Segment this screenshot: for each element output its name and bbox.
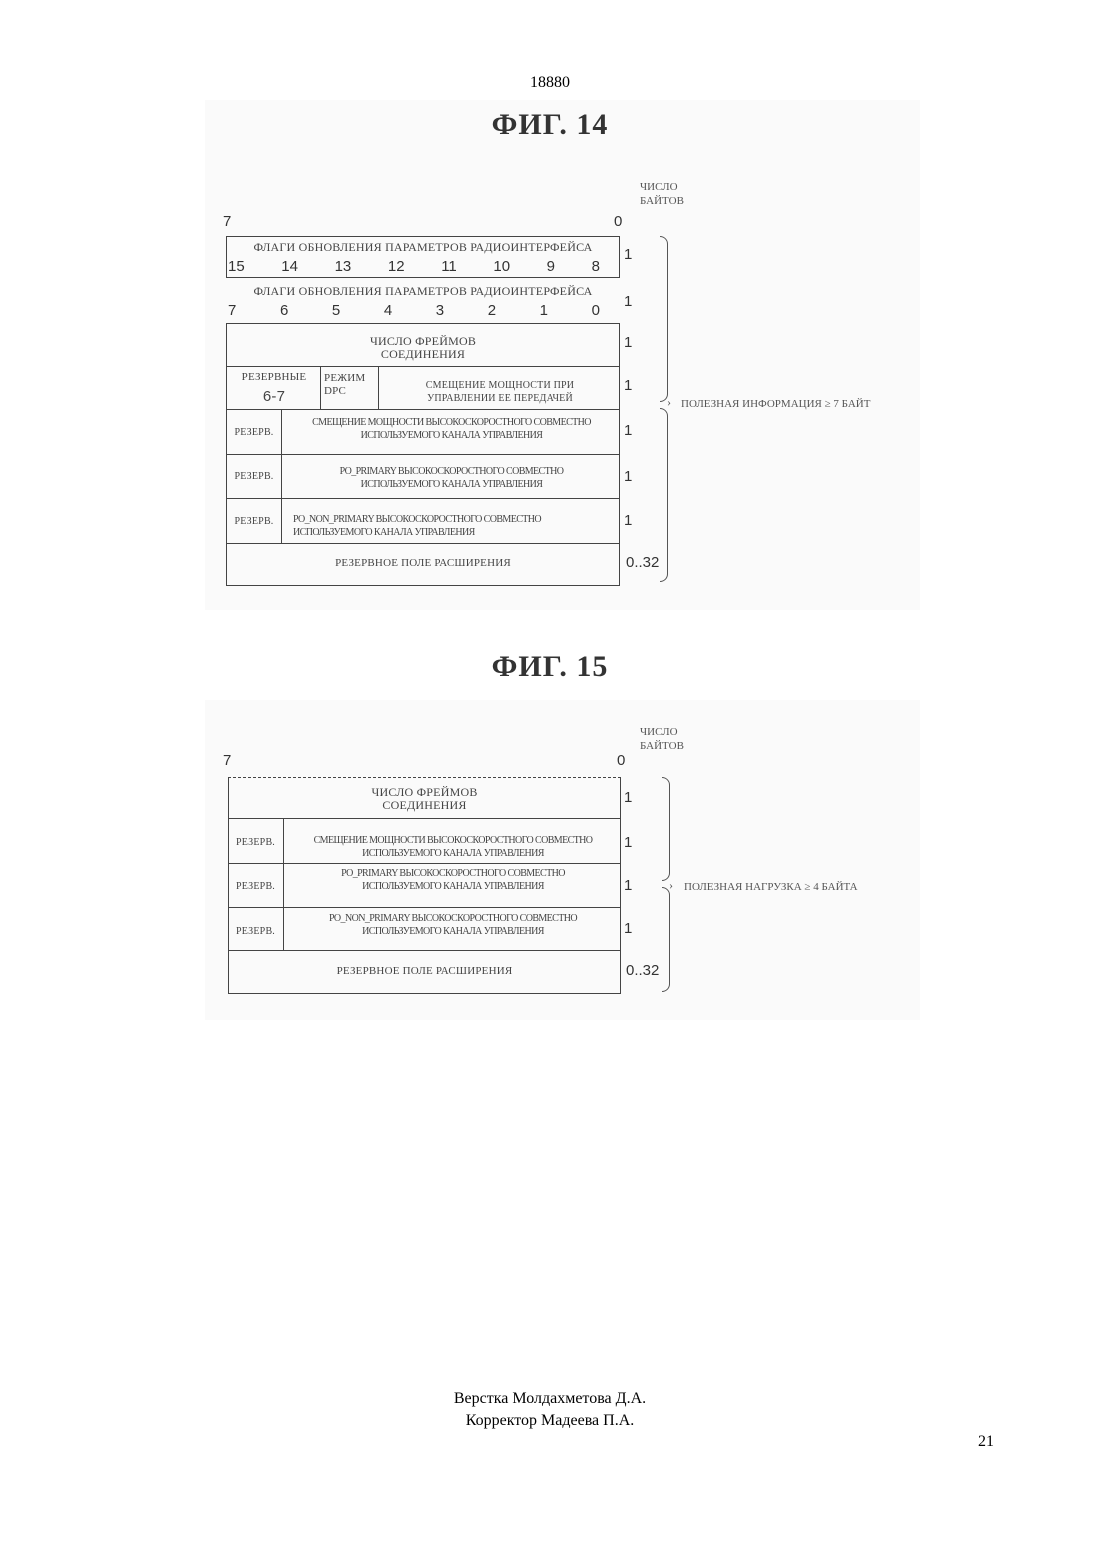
fig14-title: ФИГ. 14 xyxy=(0,108,1100,142)
page-number: 21 xyxy=(978,1433,994,1451)
fig14-brace-tip: › xyxy=(667,395,671,410)
fig14-flags-low-label: ФЛАГИ ОБНОВЛЕНИЯ ПАРАМЕТРОВ РАДИОИНТЕРФЕ… xyxy=(226,285,620,298)
fig14-reserved-bits: 6-7 xyxy=(228,390,320,403)
fig14-divider xyxy=(226,454,620,455)
fig15-brace-tip: › xyxy=(669,878,673,893)
bit-7: 7 xyxy=(228,302,236,319)
fig15-frames-label: ЧИСЛО ФРЕЙМОВ СОЕДИНЕНИЯ xyxy=(228,786,621,812)
fig14-reserved-label: РЕЗЕРВНЫЕ xyxy=(228,371,320,384)
fig15-hs-power-offset: СМЕЩЕНИЕ МОЩНОСТИ ВЫСОКОСКОРОСТНОГО СОВМ… xyxy=(285,834,621,860)
fig15-reserved: РЕЗЕРВ. xyxy=(228,925,283,938)
fig14-divider xyxy=(226,366,620,367)
fig14-divider xyxy=(281,409,282,543)
fig15-count-header: ЧИСЛО БАЙТОВ xyxy=(640,725,684,753)
fig14-count: 1 xyxy=(624,377,632,394)
bit-1: 1 xyxy=(540,302,548,319)
bit-5: 5 xyxy=(332,302,340,319)
bit-9: 9 xyxy=(547,258,555,275)
fig15-payload-label: ПОЛЕЗНАЯ НАГРУЗКА ≥ 4 БАЙТА xyxy=(684,880,858,894)
fig14-payload-brace xyxy=(660,408,668,582)
bit-3: 3 xyxy=(436,302,444,319)
fig14-count: 0..32 xyxy=(626,554,659,571)
fig15-divider xyxy=(228,863,621,864)
fig14-count: 1 xyxy=(624,246,632,263)
fig14-count: 1 xyxy=(624,468,632,485)
fig14-divider xyxy=(226,543,620,544)
fig15-divider xyxy=(228,818,621,819)
bit-10: 10 xyxy=(493,258,510,275)
fig15-divider xyxy=(228,950,621,951)
bit-4: 4 xyxy=(384,302,392,319)
fig14-count-header: ЧИСЛО БАЙТОВ xyxy=(640,180,684,208)
bit-14: 14 xyxy=(281,258,298,275)
footer-corrector-credit: Корректор Мадеева П.А. xyxy=(0,1410,1100,1432)
fig15-count: 1 xyxy=(624,920,632,937)
fig14-reserved: РЕЗЕРВ. xyxy=(227,470,281,483)
fig14-hs-power-offset: СМЕЩЕНИЕ МОЩНОСТИ ВЫСОКОСКОРОСТНОГО СОВМ… xyxy=(283,416,620,442)
fig14-payload-label: ПОЛЕЗНАЯ ИНФОРМАЦИЯ ≥ 7 БАЙТ xyxy=(681,397,870,411)
fig15-title: ФИГ. 15 xyxy=(0,650,1100,684)
fig14-po-primary: PO_PRIMARY ВЫСОКОСКОРОСТНОГО СОВМЕСТНО И… xyxy=(283,465,620,491)
fig14-extension-field: РЕЗЕРВНОЕ ПОЛЕ РАСШИРЕНИЯ xyxy=(226,557,620,570)
fig15-po-non-primary: PO_NON_PRIMARY ВЫСОКОСКОРОСТНОГО СОВМЕСТ… xyxy=(285,912,621,938)
fig14-count: 1 xyxy=(624,293,632,310)
fig15-po-primary: PO_PRIMARY ВЫСОКОСКОРОСТНОГО СОВМЕСТНО И… xyxy=(285,867,621,893)
fig15-reserved: РЕЗЕРВ. xyxy=(228,880,283,893)
fig14-divider xyxy=(378,366,379,409)
fig14-frames-label: ЧИСЛО ФРЕЙМОВ СОЕДИНЕНИЯ xyxy=(226,335,620,361)
fig15-payload-brace xyxy=(662,777,670,881)
fig14-power-offset: СМЕЩЕНИЕ МОЩНОСТИ ПРИ УПРАВЛЕНИИ ЕЕ ПЕРЕ… xyxy=(380,379,620,405)
fig14-bit-low: 0 xyxy=(614,213,622,230)
footer-layout-credit: Верстка Молдахметова Д.А. xyxy=(0,1388,1100,1410)
fig15-payload-brace xyxy=(662,887,670,992)
fig14-count: 1 xyxy=(624,512,632,529)
fig15-count: 1 xyxy=(624,834,632,851)
fig14-payload-brace xyxy=(660,236,668,402)
fig15-bit-high: 7 xyxy=(223,752,231,769)
bit-15: 15 xyxy=(228,258,245,275)
fig14-flags-high-bits: 15 14 13 12 11 10 9 8 xyxy=(228,258,618,275)
bit-13: 13 xyxy=(335,258,352,275)
bit-6: 6 xyxy=(280,302,288,319)
fig14-po-non-primary: PO_NON_PRIMARY ВЫСОКОСКОРОСТНОГО СОВМЕСТ… xyxy=(283,513,620,539)
fig14-reserved: РЕЗЕРВ. xyxy=(227,515,281,528)
fig15-bit-low: 0 xyxy=(617,752,625,769)
fig15-divider xyxy=(228,907,621,908)
fig14-bit-high: 7 xyxy=(223,213,231,230)
fig14-reserved: РЕЗЕРВ. xyxy=(227,426,281,439)
fig14-dpc-mode: РЕЖИМ DPC xyxy=(324,372,378,398)
fig15-count: 1 xyxy=(624,789,632,806)
fig15-reserved: РЕЗЕРВ. xyxy=(228,836,283,849)
bit-8: 8 xyxy=(592,258,600,275)
fig14-flags-high-label: ФЛАГИ ОБНОВЛЕНИЯ ПАРАМЕТРОВ РАДИОИНТЕРФЕ… xyxy=(226,241,620,254)
fig15-extension-field: РЕЗЕРВНОЕ ПОЛЕ РАСШИРЕНИЯ xyxy=(228,965,621,978)
fig15-divider xyxy=(283,818,284,950)
bit-2: 2 xyxy=(488,302,496,319)
fig14-count: 1 xyxy=(624,334,632,351)
fig14-flags-low-bits: 7 6 5 4 3 2 1 0 xyxy=(228,302,618,319)
fig14-divider xyxy=(226,409,620,410)
document-number: 18880 xyxy=(0,74,1100,92)
fig15-count: 0..32 xyxy=(626,962,659,979)
fig15-count: 1 xyxy=(624,877,632,894)
fig14-count: 1 xyxy=(624,422,632,439)
footer-credits: Верстка Молдахметова Д.А. Корректор Маде… xyxy=(0,1388,1100,1432)
bit-11: 11 xyxy=(441,258,457,275)
bit-0: 0 xyxy=(592,302,600,319)
fig14-divider xyxy=(226,498,620,499)
fig14-divider xyxy=(320,366,321,409)
bit-12: 12 xyxy=(388,258,405,275)
